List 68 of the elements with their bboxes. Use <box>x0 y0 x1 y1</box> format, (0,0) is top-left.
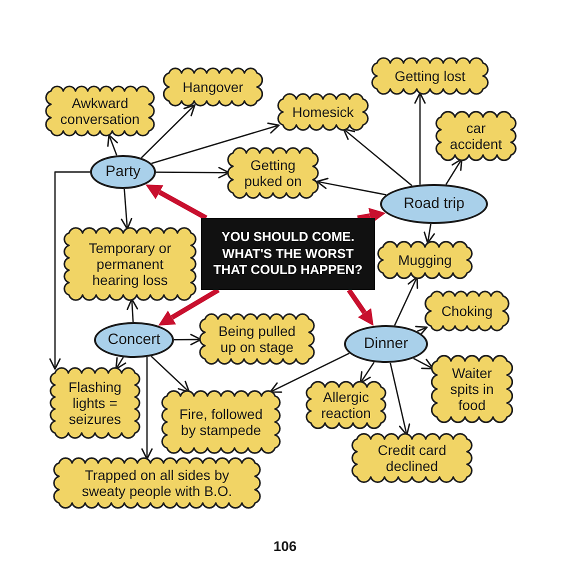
thought-cloud <box>434 110 518 162</box>
cloud-text: Awkward conversation <box>59 94 141 128</box>
arrow <box>156 166 230 178</box>
arrow <box>107 134 118 156</box>
thought-cloud <box>376 240 474 280</box>
cloud-text: Hangover <box>182 78 244 96</box>
cloud-text: Mugging <box>398 252 452 268</box>
cloud-text: Allergic reaction <box>320 388 372 422</box>
thought-cloud <box>52 456 262 510</box>
cloud-text: Temporary or permanent hearing loss <box>88 240 172 288</box>
thought-cloud <box>226 146 320 200</box>
topic-oval <box>380 184 488 224</box>
cloud-text: Choking <box>441 302 493 320</box>
arrow <box>316 178 386 196</box>
cloud-text: Being pulled up on stage <box>217 322 297 356</box>
thought-cloud <box>48 366 142 440</box>
arrow <box>126 298 138 322</box>
thought-cloud <box>162 66 264 108</box>
arrow <box>342 128 412 186</box>
cloud-text: Trapped on all sides by sweaty people with B.O. <box>80 466 234 500</box>
thought-cloud <box>370 56 490 96</box>
topic-oval <box>344 325 428 363</box>
topic-oval <box>94 322 174 358</box>
arrow <box>151 122 280 164</box>
cloud-text: Getting puked on <box>243 156 303 190</box>
topic-text: Dinner <box>364 335 408 353</box>
topic-text: Road trip <box>404 195 464 213</box>
arrow <box>445 158 463 185</box>
arrow <box>174 334 202 346</box>
cloud-text: Flashing lights = seizures <box>68 378 122 428</box>
bold-arrow <box>158 288 220 326</box>
arrow <box>141 357 153 460</box>
thought-cloud <box>424 289 510 333</box>
arrow <box>424 224 435 244</box>
arrow <box>415 326 428 336</box>
arrow <box>390 362 410 436</box>
cloud-text: Waiter spits in food <box>449 364 495 414</box>
bold-arrow <box>146 184 208 220</box>
thought-cloud <box>44 84 156 138</box>
bold-arrow <box>346 288 374 326</box>
cloud-text: Getting lost <box>394 68 466 84</box>
arrow <box>150 356 190 393</box>
cloud-text: Homesick <box>292 104 354 120</box>
thought-cloud <box>430 354 514 424</box>
question-text: YOU SHOULD COME. WHAT'S THE WORST THAT COULD HAPPEN? <box>212 228 364 280</box>
thought-cloud <box>304 380 388 430</box>
question-box <box>201 218 375 290</box>
thought-cloud <box>350 432 474 484</box>
arrow <box>140 104 196 158</box>
cloud-text: Fire, followed by stampede <box>178 406 264 438</box>
arrow <box>115 356 126 370</box>
thought-cloud <box>276 92 370 132</box>
cloud-text: car accident <box>448 120 504 152</box>
cloud-text: Credit card declined <box>376 442 448 474</box>
thought-cloud <box>198 312 316 366</box>
thought-cloud <box>62 226 198 302</box>
arrow <box>360 362 375 384</box>
topic-text: Party <box>105 163 140 181</box>
arrow <box>413 358 434 370</box>
arrow <box>414 92 426 185</box>
arrow <box>394 276 418 326</box>
arrow <box>49 171 90 370</box>
thought-cloud <box>160 389 282 455</box>
arrow <box>270 352 350 393</box>
topic-text: Concert <box>108 331 160 349</box>
topic-oval <box>90 155 156 189</box>
page-number: 106 <box>272 537 298 556</box>
arrow <box>120 188 132 230</box>
